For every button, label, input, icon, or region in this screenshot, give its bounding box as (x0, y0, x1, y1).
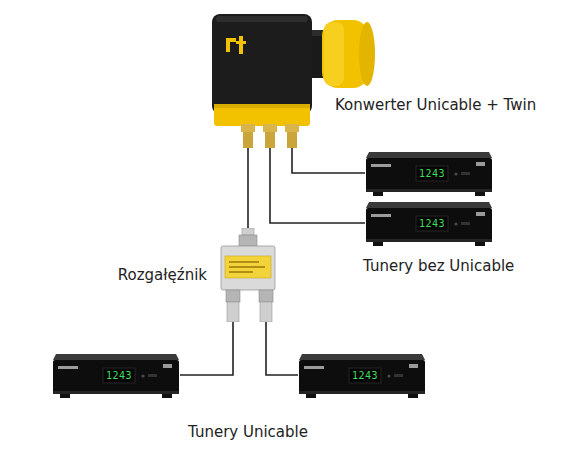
tuner-box: 1243 (52, 352, 180, 398)
tuner-box: 1243 (365, 200, 493, 246)
display-digits: 1243 (417, 167, 447, 180)
cable-line (266, 322, 298, 375)
group-label: Tunery bez Unicable (363, 257, 514, 275)
splitter: Rozgałęźnik (215, 228, 281, 322)
tuner-box: 1243 (365, 150, 493, 196)
splitter-label: Rozgałęźnik (118, 266, 207, 284)
cable-line (180, 322, 233, 375)
cable-line (292, 148, 365, 173)
display-digits: 1243 (417, 217, 447, 230)
group-label: Tunery Unicable (188, 423, 308, 441)
cable-line (247, 148, 249, 228)
splitter-illustration (215, 228, 281, 322)
lnb-converter: Konwerter Unicable + Twin (212, 8, 377, 148)
tuner-box: 1243 (298, 352, 426, 398)
display-digits: 1243 (350, 369, 380, 382)
converter-label: Konwerter Unicable + Twin (335, 96, 536, 114)
cable-line (270, 148, 365, 223)
display-digits: 1243 (104, 369, 134, 382)
lnb-illustration (212, 8, 377, 148)
